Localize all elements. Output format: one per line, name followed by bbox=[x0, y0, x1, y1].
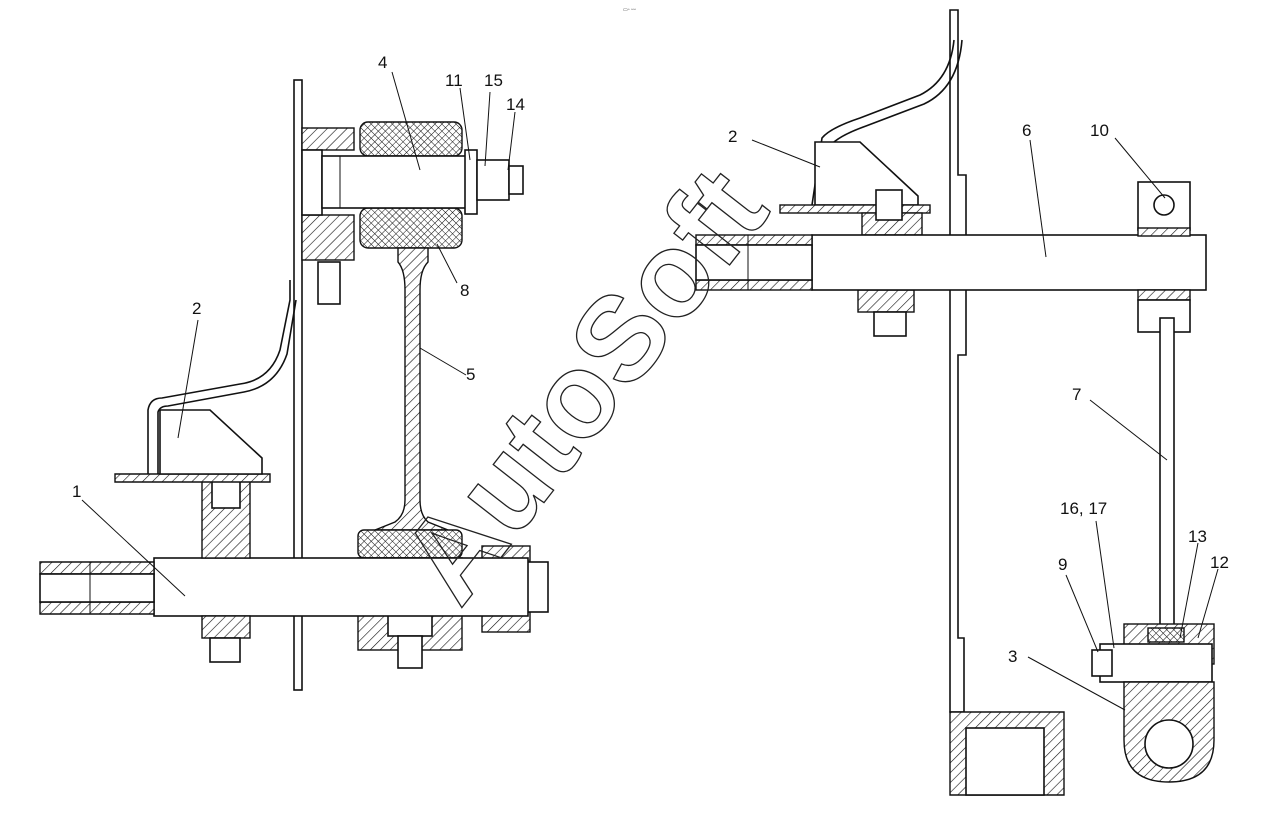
lower-shaft-end bbox=[525, 561, 549, 613]
label-14: 14 bbox=[506, 95, 525, 114]
lower-bolt bbox=[397, 635, 423, 669]
washer bbox=[464, 149, 478, 215]
bracket-gusset bbox=[159, 409, 263, 475]
label-10: 10 bbox=[1090, 121, 1109, 140]
nut-cap bbox=[508, 165, 524, 195]
shaft-tube-bore bbox=[39, 573, 155, 603]
right-view bbox=[695, 9, 1215, 796]
label-16-17: 16, 17 bbox=[1060, 499, 1107, 518]
right-clamp-nut bbox=[873, 311, 907, 337]
label-13: 13 bbox=[1188, 527, 1207, 546]
labels: 1 2 4 5 8 11 14 15 2 3 6 7 9 10 12 13 16… bbox=[72, 53, 1229, 666]
label-15: 15 bbox=[484, 71, 503, 90]
label-5: 5 bbox=[466, 365, 475, 384]
bracket-sheet bbox=[147, 280, 291, 474]
label-8: 8 bbox=[460, 281, 469, 300]
right-link-rod bbox=[1159, 317, 1175, 629]
label-11: 11 bbox=[445, 71, 463, 90]
right-bracket-flange bbox=[779, 204, 931, 214]
wall-plate bbox=[293, 79, 303, 691]
shaft-tube-bottom bbox=[39, 601, 155, 615]
lower-end-block-hatch bbox=[1137, 289, 1191, 301]
right-clamp-bolt bbox=[875, 189, 903, 221]
right-wall-plate bbox=[949, 9, 967, 713]
upper-bracket-top bbox=[301, 127, 355, 151]
upper-bracket-bottom bbox=[301, 214, 355, 261]
lower-eye-bore bbox=[1144, 719, 1194, 769]
upper-pin bbox=[321, 155, 471, 209]
left-view bbox=[39, 79, 549, 691]
label-6: 6 bbox=[1022, 121, 1031, 140]
nut bbox=[476, 159, 510, 201]
clamp-nut bbox=[209, 637, 241, 663]
shaft-tube-top bbox=[39, 561, 155, 575]
label-2-right: 2 bbox=[728, 127, 737, 146]
label-9: 9 bbox=[1058, 555, 1067, 574]
leader-lines bbox=[81, 71, 1219, 711]
end-block-hole bbox=[1153, 194, 1175, 216]
eye-bushing-top bbox=[1147, 627, 1185, 643]
right-stabilizer-shaft bbox=[811, 234, 1207, 291]
eye-nut bbox=[1091, 649, 1113, 677]
label-2-left: 2 bbox=[192, 299, 201, 318]
right-bracket-sheet bbox=[811, 39, 955, 206]
label-7: 7 bbox=[1072, 385, 1081, 404]
label-12: 12 bbox=[1210, 553, 1229, 572]
upper-bracket-tab bbox=[317, 261, 341, 305]
upper-rubber-bushing-bottom bbox=[359, 207, 463, 249]
stabilizer-shaft bbox=[153, 557, 529, 617]
right-shaft-tube-bore bbox=[695, 244, 813, 281]
eye-bolt bbox=[1099, 643, 1213, 683]
clamp-block-bottom bbox=[201, 615, 251, 639]
channel-bracket-inner bbox=[965, 727, 1045, 796]
header-mark: ▭▫ ▫▫▫ bbox=[623, 7, 636, 13]
label-3: 3 bbox=[1008, 647, 1017, 666]
bracket-flange bbox=[114, 473, 271, 483]
label-1: 1 bbox=[72, 482, 81, 501]
upper-bracket-web bbox=[301, 149, 323, 216]
label-4: 4 bbox=[378, 53, 387, 72]
upper-end-block-hatch bbox=[1137, 227, 1191, 237]
right-clamp-bottom bbox=[857, 289, 915, 313]
